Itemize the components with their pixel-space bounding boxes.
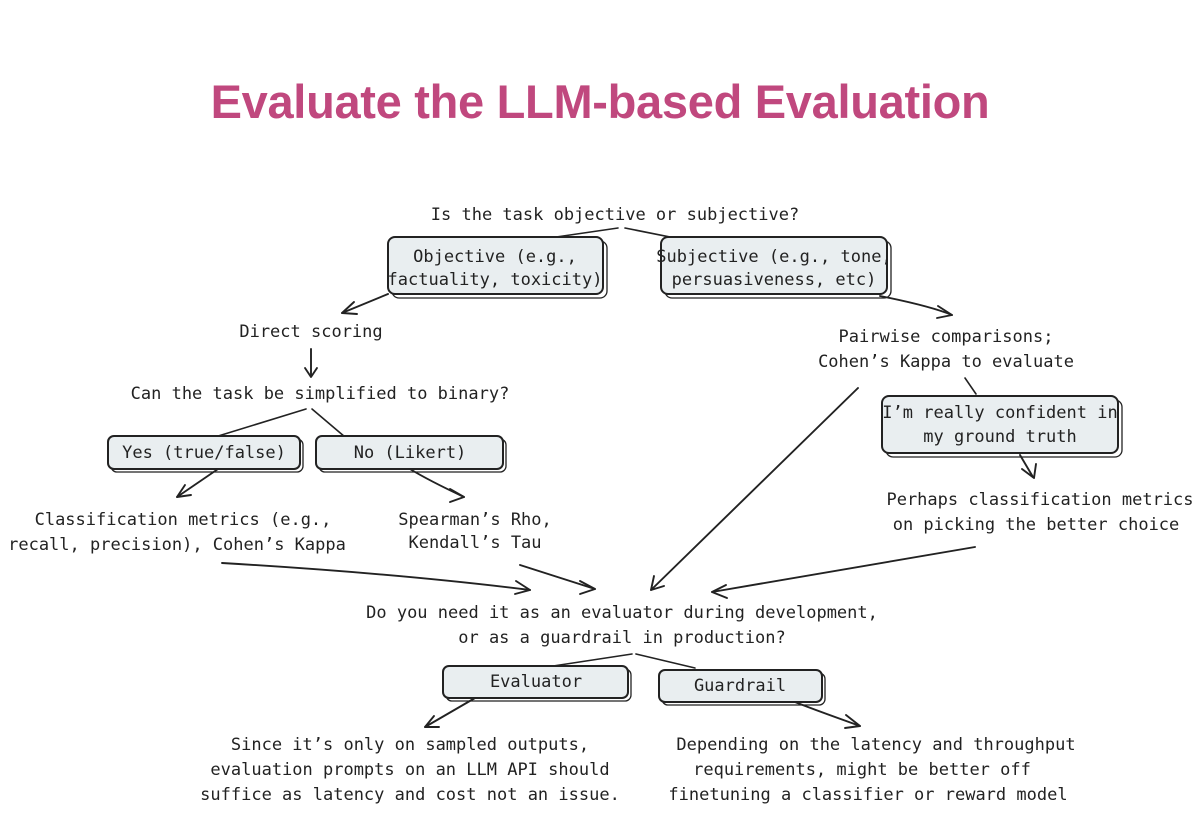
evaluator-detail-line3: suffice as latency and cost not an issue… [200,785,620,805]
confident-ground-truth-box: I’m really confident in my ground truth [881,395,1123,458]
task-type-question: Is the task objective or subjective? [431,205,799,225]
classification-metrics-line1: Classification metrics (e.g., [35,510,332,530]
arrow-pairwise-to-q2 [650,387,859,591]
arrow-direct-to-binary-question [304,348,318,378]
guardrail-detail-line1: Depending on the latency and throughput [676,735,1075,755]
arrow-subjective-to-pairwise [879,295,953,319]
evaluator-box: Evaluator [442,665,632,702]
arrow-confident-to-perhaps [1019,454,1037,479]
yes-true-false-box: Yes (true/false) [107,435,304,473]
objective-label-line2: factuality, toxicity) [388,270,603,290]
evaluator-or-guardrail-question-line1: Do you need it as an evaluator during de… [366,603,878,623]
kendall-tau-text: Kendall’s Tau [408,533,541,553]
connector-pairwise-to-confident [964,377,977,395]
objective-label-line1: Objective (e.g., [413,247,577,267]
direct-scoring-text: Direct scoring [239,322,382,342]
confident-label-line1: I’m really confident in [882,403,1117,423]
split-line-guardrail [635,653,696,669]
guardrail-detail-line3: finetuning a classifier or reward model [668,785,1067,805]
arrow-perhaps-to-q2 [711,546,976,599]
subjective-label-line1: Subjective (e.g., tone, [656,247,891,267]
objective-box: Objective (e.g., factuality, toxicity) [387,236,608,299]
arrow-yes-to-classification [176,468,219,498]
perhaps-classification-line1: Perhaps classification metrics [886,490,1193,510]
evaluator-or-guardrail-question-line2: or as a guardrail in production? [458,628,786,648]
arrow-classification-to-q2 [221,562,531,595]
guardrail-detail-line2: requirements, might be better off [693,760,1031,780]
arrow-no-to-rank [409,468,465,503]
no-likert-box: No (Likert) [315,435,507,473]
subjective-box: Subjective (e.g., tone, persuasiveness, … [656,236,892,299]
pairwise-comparisons-line1: Pairwise comparisons; [839,327,1054,347]
evaluator-label: Evaluator [490,672,582,692]
evaluator-detail-line1: Since it’s only on sampled outputs, [231,735,589,755]
binary-question-text: Can the task be simplified to binary? [131,384,510,404]
guardrail-label: Guardrail [694,676,786,696]
page-title: Evaluate the LLM-based Evaluation [210,75,990,128]
arrow-evaluator-to-detail [424,697,476,728]
spearman-rho-text: Spearman’s Rho, [398,510,552,530]
evaluator-detail-line2: evaluation prompts on an LLM API should [210,760,609,780]
subjective-label-line2: persuasiveness, etc) [672,270,877,290]
arrow-objective-to-direct-scoring [341,293,389,315]
confident-label-line2: my ground truth [923,427,1077,447]
arrow-rank-to-q2 [519,564,596,595]
no-label: No (Likert) [354,443,467,463]
split-line-no [311,408,346,438]
arrow-guardrail-to-detail [794,701,861,729]
classification-metrics-line2: recall, precision), Cohen’s Kappa [8,535,346,555]
pairwise-comparisons-line2: Cohen’s Kappa to evaluate [818,352,1074,372]
yes-label: Yes (true/false) [122,443,286,463]
perhaps-classification-line2: on picking the better choice [893,515,1180,535]
split-line-yes [214,408,307,438]
guardrail-box: Guardrail [658,669,826,706]
